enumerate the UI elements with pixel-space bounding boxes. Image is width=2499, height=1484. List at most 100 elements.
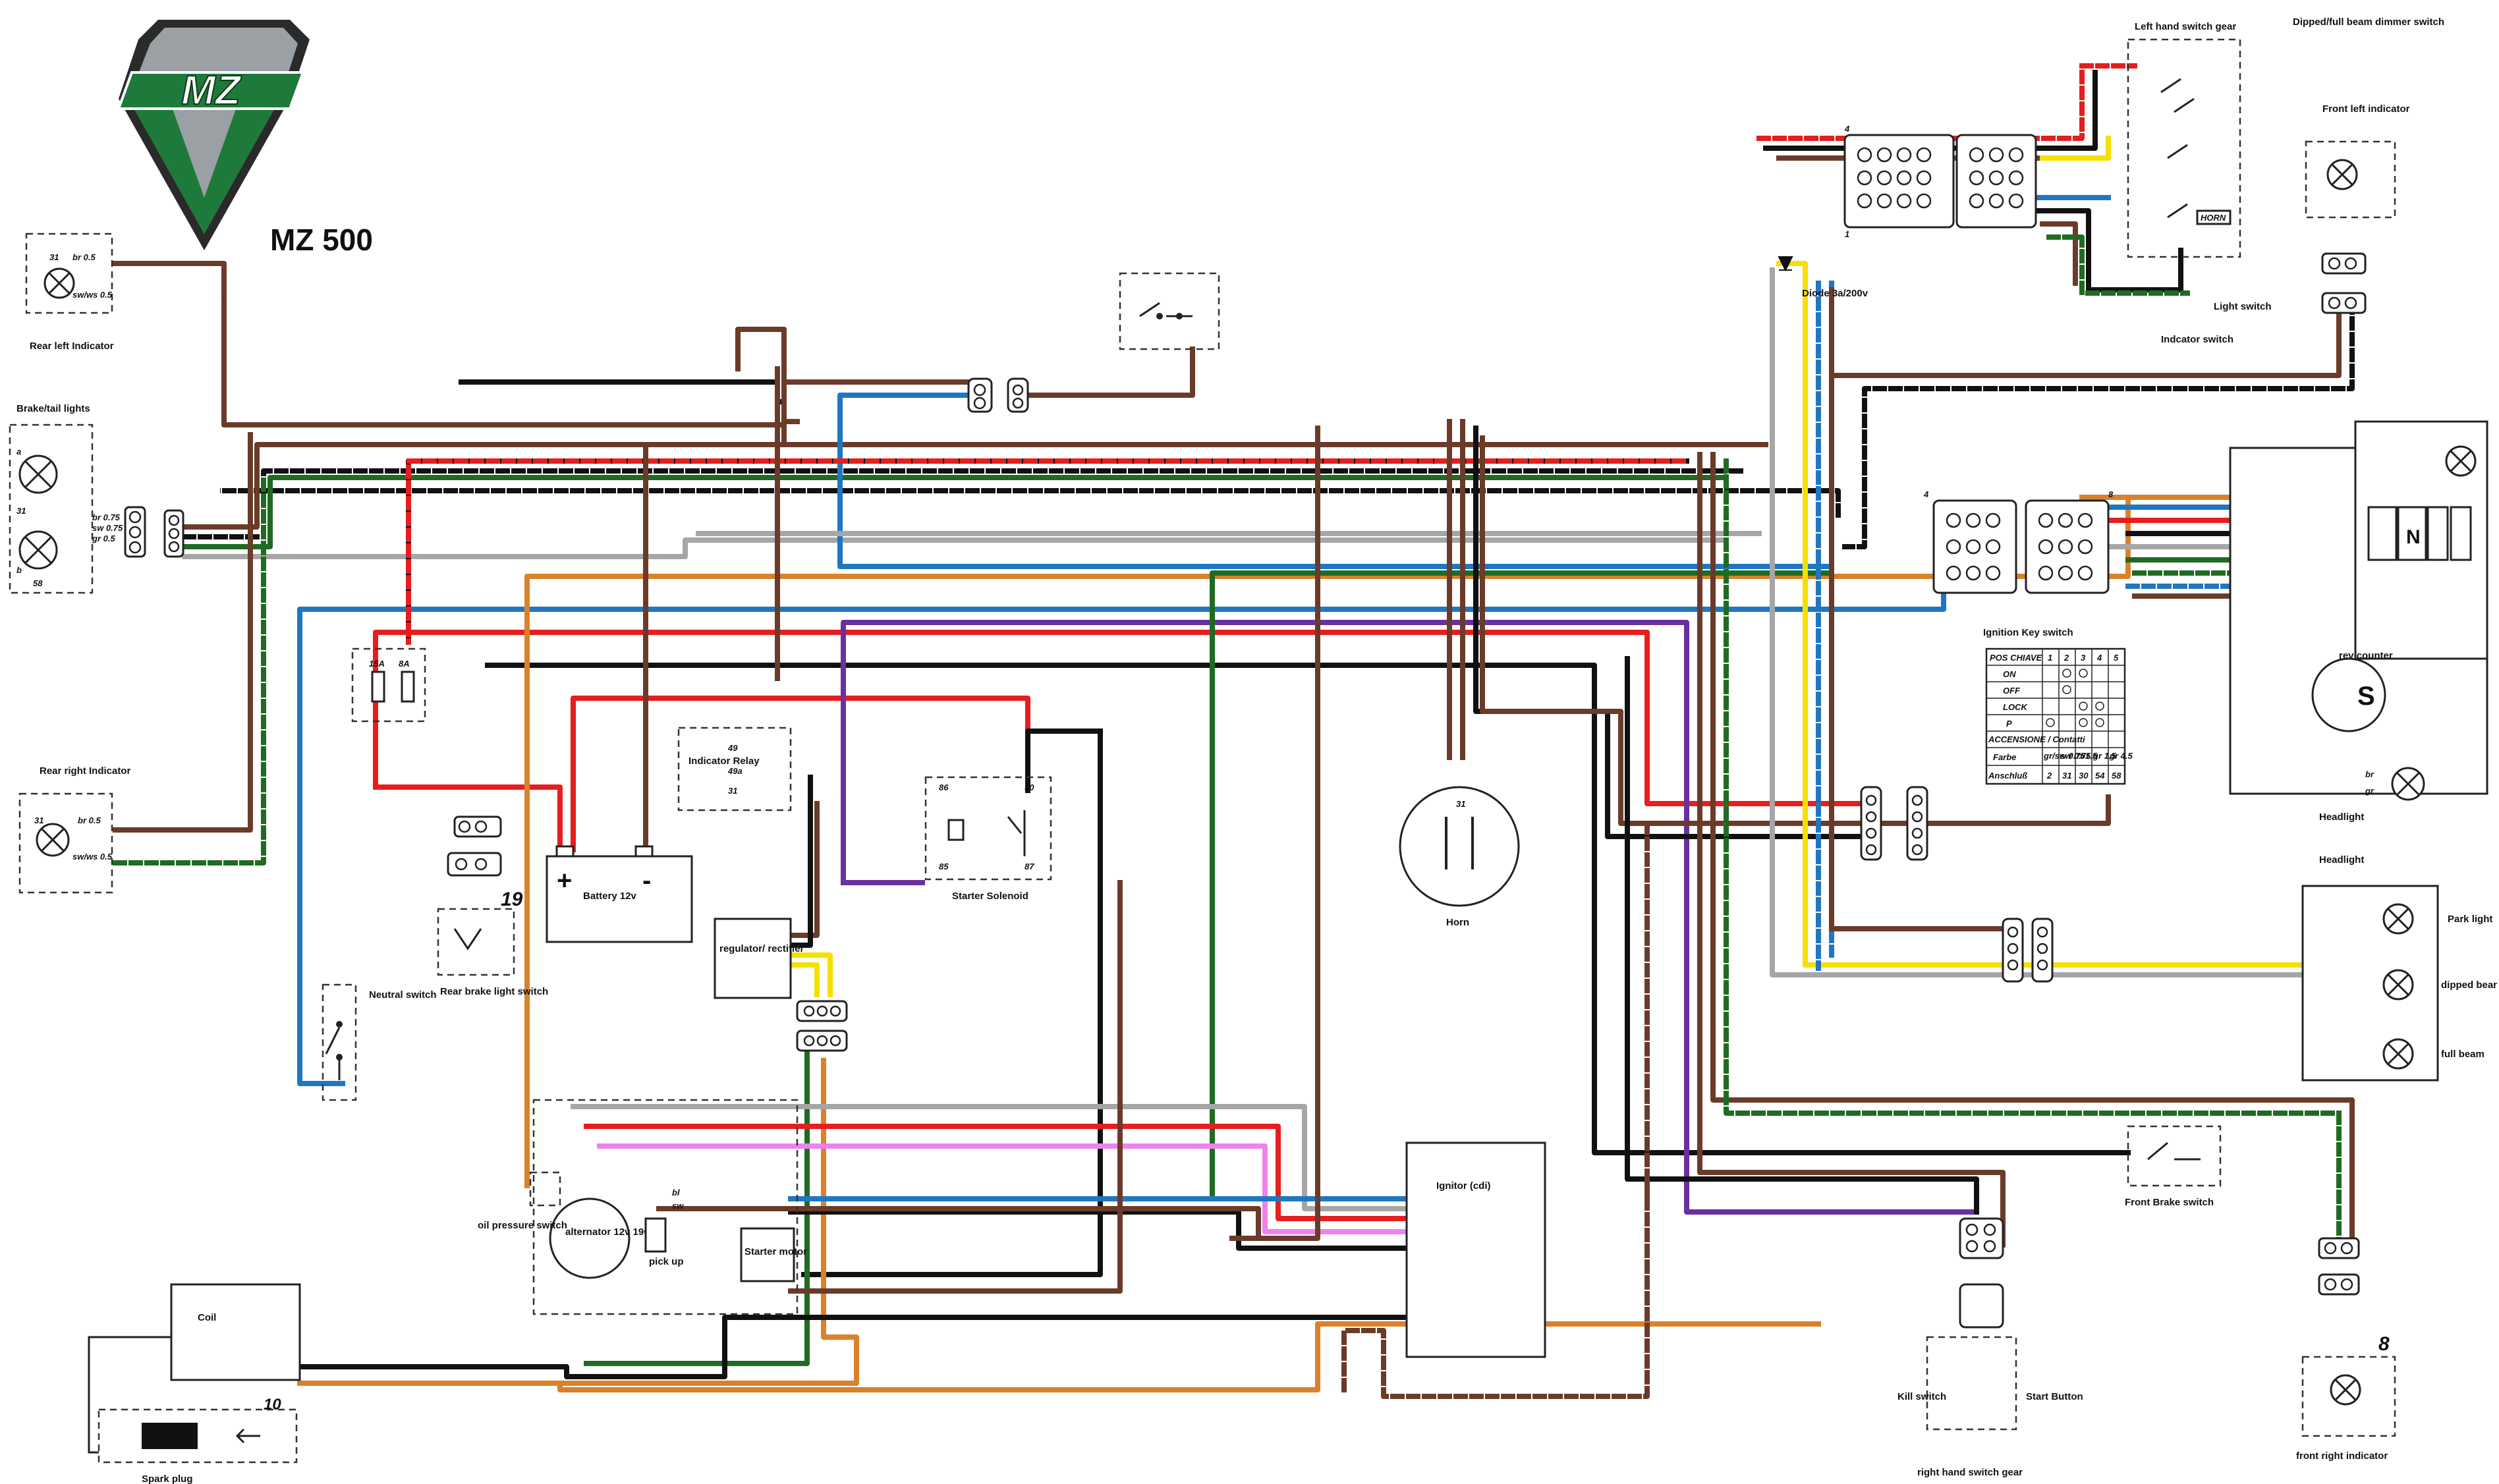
svg-text:30: 30 [1025, 783, 1034, 792]
svg-text:bl: bl [672, 1188, 680, 1197]
front-left-indicator: Front left indicator [2305, 103, 2410, 314]
pick-up-label: pick up [649, 1256, 684, 1267]
rear-right-indicator: Rear right Indicator 31 br 0.5 sw/ws 0.5 [18, 765, 131, 894]
svg-text:8A: 8A [399, 659, 410, 669]
svg-text:+: + [557, 866, 572, 895]
svg-text:87: 87 [1025, 862, 1034, 871]
svg-text:85: 85 [939, 862, 949, 871]
svg-text:5: 5 [2114, 653, 2119, 663]
indicator-switch-label: Indcator switch [2161, 334, 2233, 345]
right-switch-gear-label: right hand switch gear [1917, 1467, 2023, 1478]
wires [113, 63, 2460, 1399]
svg-text:a: a [16, 447, 21, 456]
neutral-switch: Neutral switch [322, 983, 437, 1101]
svg-text:31: 31 [49, 252, 59, 262]
svg-text:54: 54 [2095, 771, 2105, 781]
ignitor-label: Ignitor (cdi) [1436, 1180, 1491, 1192]
alternator-assembly: alternator 12v 190w pick up bl sw Starte… [532, 1099, 807, 1315]
battery: + - Battery 12v [546, 845, 693, 943]
svg-text:8: 8 [2378, 1333, 2390, 1355]
svg-text:4: 4 [1923, 489, 1929, 499]
svg-text:31: 31 [34, 815, 43, 825]
spark-plug-label: Spark plug [142, 1473, 193, 1484]
front-left-indicator-label: Front left indicator [2322, 103, 2410, 115]
mz-logo: MZ [117, 20, 310, 250]
front-right-indicator-label: front right indicator [2296, 1450, 2388, 1462]
svg-text:-: - [642, 866, 651, 895]
headlight-label-top: Headlight [2319, 811, 2364, 823]
svg-text:30: 30 [2079, 771, 2089, 781]
svg-text:49a: 49a [727, 766, 743, 776]
kill-switch-label: Kill switch [1897, 1391, 1946, 1402]
svg-text:1: 1 [2048, 653, 2052, 663]
regulator-label: regulator/ rectifier [719, 943, 804, 954]
connector-top: 4 1 Diode 3a/200v [1778, 124, 2037, 299]
coil-label: Coil [198, 1312, 216, 1323]
svg-text:10: 10 [264, 1396, 281, 1414]
oil-pressure-label: oil pressure switch [478, 1220, 567, 1231]
starter-motor-label: Starter motor [744, 1246, 807, 1257]
alternator-label: alternator 12v 190w [565, 1226, 658, 1238]
svg-text:19: 19 [501, 889, 523, 910]
indicator-relay: Indicator Relay 49 49a 31 [677, 727, 792, 811]
svg-text:b: b [16, 565, 22, 575]
starter-solenoid-label: Starter Solenoid [952, 891, 1028, 902]
svg-text:2: 2 [2046, 771, 2052, 781]
battery-label: Battery 12v [583, 891, 637, 902]
instrument-pod: N [2229, 420, 2488, 795]
connector-middle: 4 8 [1923, 489, 2114, 594]
front-brake-switch-label: Front Brake switch [2125, 1197, 2214, 1208]
coil: Coil [88, 1283, 301, 1454]
svg-text:58: 58 [33, 578, 43, 588]
svg-text:31: 31 [2062, 771, 2071, 781]
regulator-rectifier: regulator/ rectifier [714, 918, 848, 1052]
neutral-switch-label: Neutral switch [369, 989, 437, 1001]
full-beam-label: full beam [2441, 1049, 2485, 1060]
svg-text:Anschluß: Anschluß [1988, 771, 2027, 781]
svg-text:HORN: HORN [2201, 213, 2226, 223]
svg-text:1: 1 [1845, 229, 1849, 239]
svg-text:LOCK: LOCK [2003, 702, 2028, 712]
tail-connector [124, 506, 184, 558]
headlight: Headlight Park light dipped bear full be… [2002, 854, 2497, 1082]
svg-text:ON: ON [2003, 669, 2016, 679]
rear-brake-switch-label: Rear brake light switch [440, 986, 548, 997]
rear-left-indicator-label: Rear left Indicator [30, 341, 114, 352]
rear-brake-light-switch: 19 Rear brake light switch [437, 852, 548, 997]
svg-text:4: 4 [1844, 124, 1850, 134]
svg-text:N: N [2406, 526, 2421, 548]
svg-text:OFF: OFF [2003, 686, 2021, 696]
headlight-label: Headlight [2319, 854, 2364, 866]
rear-left-indicator: 31 br 0.5 sw/ws 0.5 Rear left Indicator [25, 233, 114, 352]
svg-text:3: 3 [2081, 653, 2086, 663]
ignition-key-switch-label: Ignition Key switch [1983, 627, 2073, 638]
model-title: MZ 500 [270, 223, 373, 257]
oil-pressure-switch: oil pressure switch [478, 1171, 567, 1231]
diode-label: Diode 3a/200v [1802, 288, 1868, 299]
svg-text:sw/ws 0.5: sw/ws 0.5 [72, 290, 113, 300]
svg-text:31: 31 [728, 786, 737, 796]
horn: 31 Horn [1399, 786, 1520, 928]
svg-text:sw 0.75: sw 0.75 [2060, 751, 2091, 761]
right-hand-switch-gear: Kill switch Start Button right hand swit… [1897, 1217, 2083, 1478]
svg-text:gr 1.5: gr 1.5 [2092, 751, 2116, 761]
svg-text:sw/ws 0.5: sw/ws 0.5 [72, 852, 113, 862]
dimmer-switch-label: Dipped/full beam dimmer switch [2293, 16, 2444, 28]
fuse-box: 15A 8A [351, 647, 426, 723]
left-hand-switch-gear: Left hand switch gear Dipped/full beam d… [2127, 16, 2444, 345]
svg-text:gr 4.5: gr 4.5 [2109, 751, 2133, 761]
svg-text:sw 0.75: sw 0.75 [92, 523, 123, 533]
svg-text:31: 31 [16, 506, 26, 516]
svg-text:P: P [2006, 719, 2012, 728]
dipped-beam-label: dipped bear [2441, 979, 2497, 991]
svg-text:br: br [2365, 769, 2374, 779]
start-button-label: Start Button [2026, 1391, 2083, 1402]
svg-text:86: 86 [939, 783, 949, 792]
fuse-connector [453, 815, 502, 838]
svg-text:8: 8 [2108, 489, 2114, 499]
brake-tail-lights: Brake/tail lights a 31 b 58 br 0.75 sw 0… [9, 403, 123, 594]
svg-text:br 0.75: br 0.75 [92, 512, 121, 522]
svg-text:2: 2 [2064, 653, 2069, 663]
svg-text:Farbe: Farbe [1993, 752, 2016, 762]
